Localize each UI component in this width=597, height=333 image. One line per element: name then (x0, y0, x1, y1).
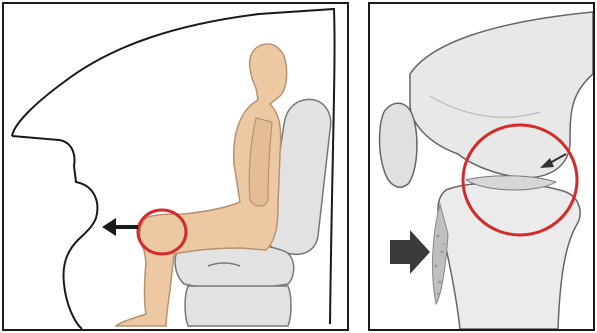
seated-passenger-panel (2, 2, 349, 331)
patella-bone (380, 103, 417, 187)
tibia-bone (438, 183, 580, 329)
direction-arrow-icon (102, 218, 138, 236)
seated-passenger-illustration (4, 4, 347, 329)
knee-joint-panel (368, 2, 595, 331)
femur-bone (410, 12, 593, 178)
dashboard-outline (12, 136, 97, 329)
impact-arrow-icon (390, 230, 430, 274)
knee-joint-illustration (370, 4, 593, 329)
seat-base (185, 286, 291, 326)
